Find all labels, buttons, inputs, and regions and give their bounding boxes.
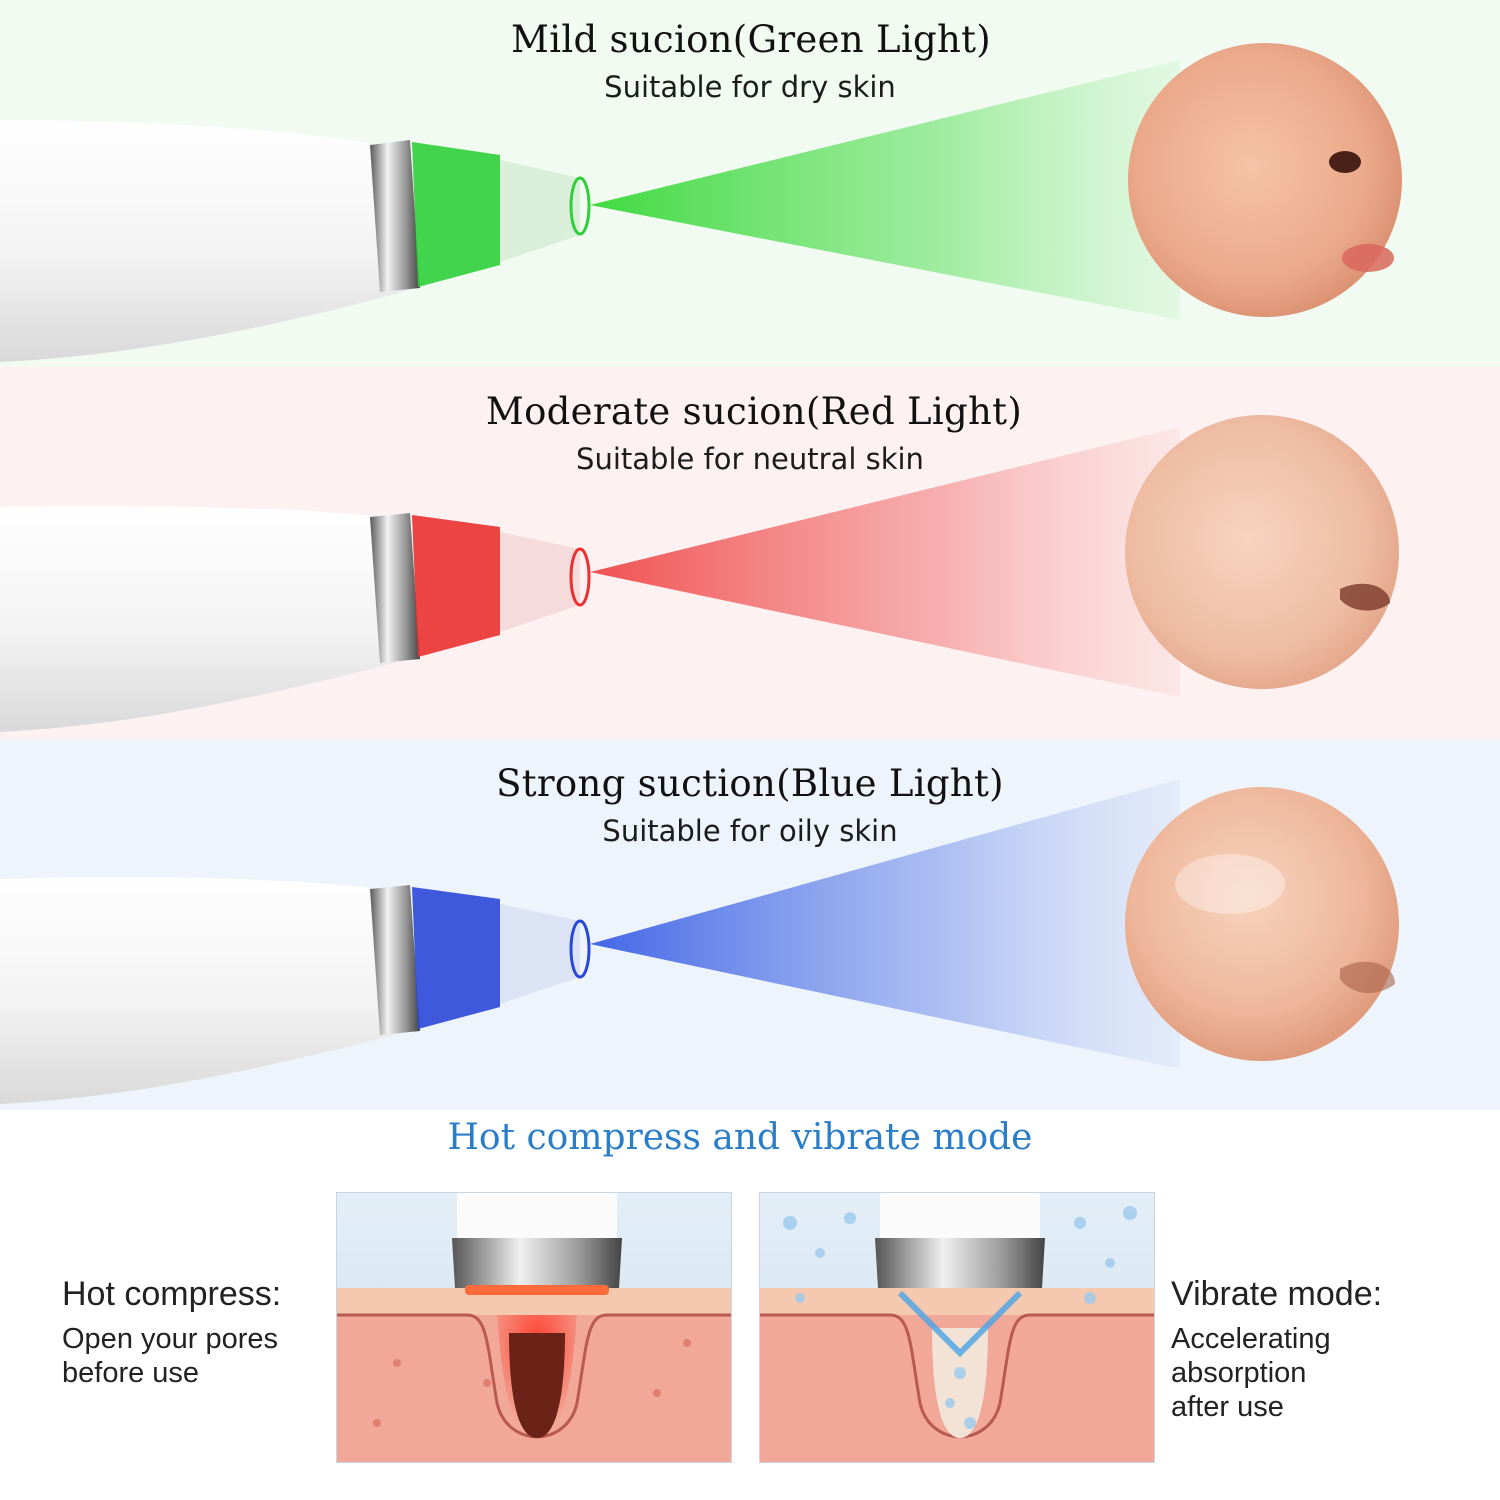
extra-modes-heading: Hot compress and vibrate mode (447, 1117, 1033, 1158)
green-beam (590, 60, 1180, 320)
mode-title: Moderate sucion(Red Light) (485, 390, 1023, 433)
nostril (1329, 151, 1361, 173)
hot-compress-illustration (336, 1192, 732, 1463)
metal-ring (370, 140, 420, 292)
pen-body (0, 877, 410, 1104)
neutral-skin-image (1125, 415, 1399, 689)
pen-body (0, 120, 410, 362)
red-light-icon (412, 515, 500, 657)
mode-title: Strong suction(Blue Light) (496, 762, 1004, 805)
vibrate-mode-description: Accelerating absorption after use (1171, 1323, 1331, 1423)
hot-compress-title: Hot compress: (62, 1275, 282, 1313)
mode-subtitle: Suitable for dry skin (604, 70, 896, 104)
red-beam (590, 427, 1180, 697)
mode-subtitle: Suitable for neutral skin (576, 442, 924, 476)
blue-light-illustration (0, 779, 1399, 1104)
mode-subtitle: Suitable for oily skin (602, 814, 898, 848)
hot-compress-description: Open your pores before use (62, 1323, 279, 1389)
blue-light-icon (412, 887, 500, 1029)
dry-skin-image (1128, 43, 1402, 317)
metal-ring (370, 885, 420, 1035)
metal-ring (370, 513, 420, 663)
mode-title: Mild sucion(Green Light) (511, 18, 991, 61)
mode-band-red: Moderate sucion(Red Light) Suitable for … (0, 367, 1500, 739)
mode-band-blue: Strong suction(Blue Light) Suitable for … (0, 739, 1500, 1110)
blue-beam (590, 779, 1180, 1069)
vibrate-mode-title: Vibrate mode: (1171, 1275, 1383, 1313)
green-light-illustration (0, 43, 1402, 362)
pen-body (0, 506, 410, 732)
vibrate-mode-illustration (759, 1192, 1155, 1463)
green-light-icon (412, 142, 500, 287)
mode-band-green: Mild sucion(Green Light) Suitable for dr… (0, 0, 1500, 367)
oily-skin-image (1125, 787, 1399, 1061)
red-light-illustration (0, 415, 1399, 732)
